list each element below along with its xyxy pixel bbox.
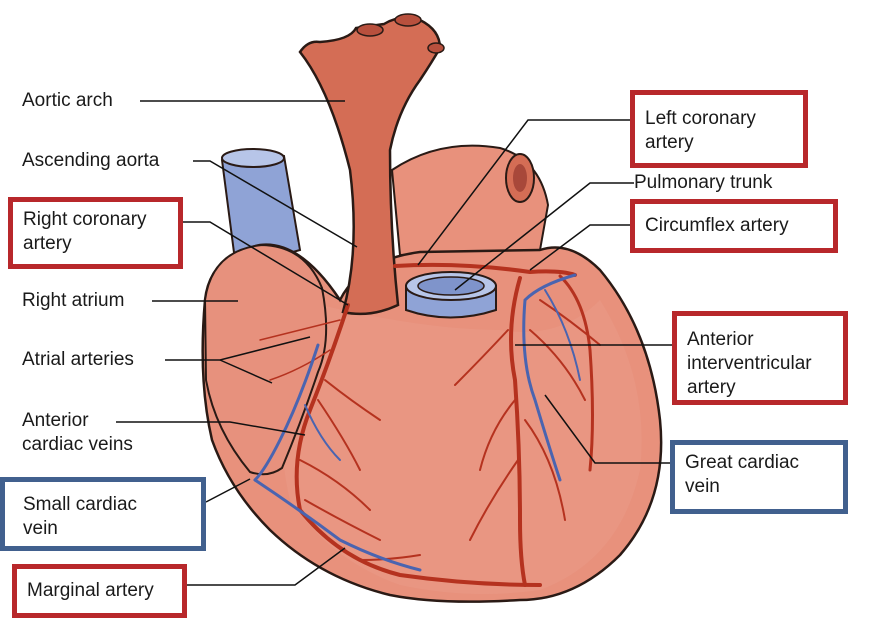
- artery-branch: [469, 459, 519, 541]
- artery-branch: [454, 329, 509, 386]
- box-right-coronary-artery: Right coronary artery: [8, 197, 183, 269]
- label-aortic-arch: Aortic arch: [22, 90, 113, 111]
- ventricle-shading: [282, 300, 642, 594]
- artery-branch: [539, 299, 601, 346]
- aortic-branch-1: [356, 23, 384, 37]
- artery-branch: [359, 554, 421, 561]
- label-ascending-aorta: Ascending aorta: [22, 150, 160, 171]
- label-left-coronary-artery: Left coronary artery: [645, 107, 756, 155]
- label-right-coronary-artery-line-1: Right coronary: [23, 209, 147, 230]
- label-right-coronary-artery: Right coronary artery: [23, 208, 147, 256]
- leader-lines: [116, 100, 672, 586]
- label-anterior-interventricular-artery-line-2: interventricular: [687, 353, 812, 374]
- artery-branch: [479, 399, 516, 471]
- box-left-coronary-artery: Left coronary artery: [630, 90, 808, 168]
- label-left-coronary-artery-line-1: Left coronary: [645, 108, 756, 129]
- leader-marginal-artery: [186, 547, 346, 586]
- label-atrial-arteries: Atrial arteries: [22, 349, 134, 370]
- leader-small-cardiac-vein: [205, 478, 251, 503]
- label-circumflex-artery: Circumflex artery: [645, 215, 789, 236]
- small-cardiac-vein-vessel: [253, 478, 422, 572]
- label-anterior-cardiac-veins-line-1: Anterior: [22, 410, 89, 431]
- vein-branch: [304, 404, 341, 461]
- anterior-interventricular-vessel: [509, 276, 527, 587]
- label-marginal-artery: Marginal artery: [27, 580, 154, 601]
- anterior-cardiac-vein-vessel: [253, 343, 320, 482]
- vein-branch: [544, 289, 581, 381]
- leader-anterior-cardiac-veins: [116, 421, 306, 436]
- label-anterior-cardiac-veins-line-2: cardiac veins: [22, 434, 133, 455]
- box-great-cardiac-vein: Great cardiac vein: [670, 440, 848, 514]
- label-small-cardiac-vein-line-2: vein: [23, 518, 58, 539]
- artery-branch: [529, 329, 586, 401]
- box-circumflex-artery: Circumflex artery: [630, 199, 838, 253]
- label-anterior-interventricular-artery-line-1: Anterior: [687, 329, 754, 350]
- circumflex-vessel: [558, 274, 594, 472]
- label-great-cardiac-vein: Great cardiac vein: [685, 451, 799, 499]
- artery-branch: [317, 399, 361, 471]
- label-anterior-cardiac-veins: Anterior cardiac veins: [22, 409, 133, 457]
- atrial-artery-branch: [269, 349, 331, 381]
- artery-branch: [304, 499, 381, 541]
- cardiac-veins: [253, 273, 581, 572]
- artery-branch: [524, 419, 566, 521]
- label-great-cardiac-vein-line-2: vein: [685, 476, 720, 497]
- label-right-coronary-artery-line-2: artery: [23, 233, 72, 254]
- label-pulmonary-trunk: Pulmonary trunk: [634, 172, 773, 193]
- leader-pulmonary-trunk: [454, 182, 634, 291]
- aortic-branch-2: [394, 13, 422, 27]
- label-right-atrium: Right atrium: [22, 290, 125, 311]
- atrial-artery-branch: [259, 319, 341, 341]
- label-anterior-interventricular-artery: Anterior interventricular artery: [687, 328, 812, 400]
- artery-branch: [299, 459, 371, 511]
- label-left-coronary-artery-line-2: artery: [645, 132, 694, 153]
- artery-branch: [324, 379, 381, 421]
- left-coronary-vessel: [393, 262, 577, 277]
- box-anterior-interventricular-artery: Anterior interventricular artery: [672, 311, 848, 405]
- right-atrium-shape: [203, 243, 328, 476]
- leader-left-coronary-artery: [417, 119, 630, 266]
- leader-right-coronary-artery: [182, 221, 349, 306]
- leader-great-cardiac-vein: [544, 394, 670, 464]
- label-anterior-interventricular-artery-line-3: artery: [687, 377, 736, 398]
- leader-atrial-arteries-2: [219, 359, 273, 384]
- pulmonary-vessel-lumen: [513, 164, 527, 192]
- label-small-cardiac-vein: Small cardiac vein: [23, 493, 137, 541]
- pulmonary-trunk-lumen: [417, 276, 485, 296]
- leader-ascending-aorta: [193, 160, 358, 248]
- great-cardiac-vein-vessel: [522, 273, 577, 482]
- superior-vena-cava-opening: [221, 148, 285, 168]
- box-marginal-artery: Marginal artery: [12, 564, 187, 618]
- label-great-cardiac-vein-line-1: Great cardiac: [685, 452, 800, 473]
- leader-circumflex-artery: [529, 224, 630, 271]
- aortic-branch-3: [427, 42, 445, 54]
- label-small-cardiac-vein-line-1: Small cardiac: [23, 494, 138, 515]
- box-small-cardiac-vein: Small cardiac vein: [0, 477, 206, 551]
